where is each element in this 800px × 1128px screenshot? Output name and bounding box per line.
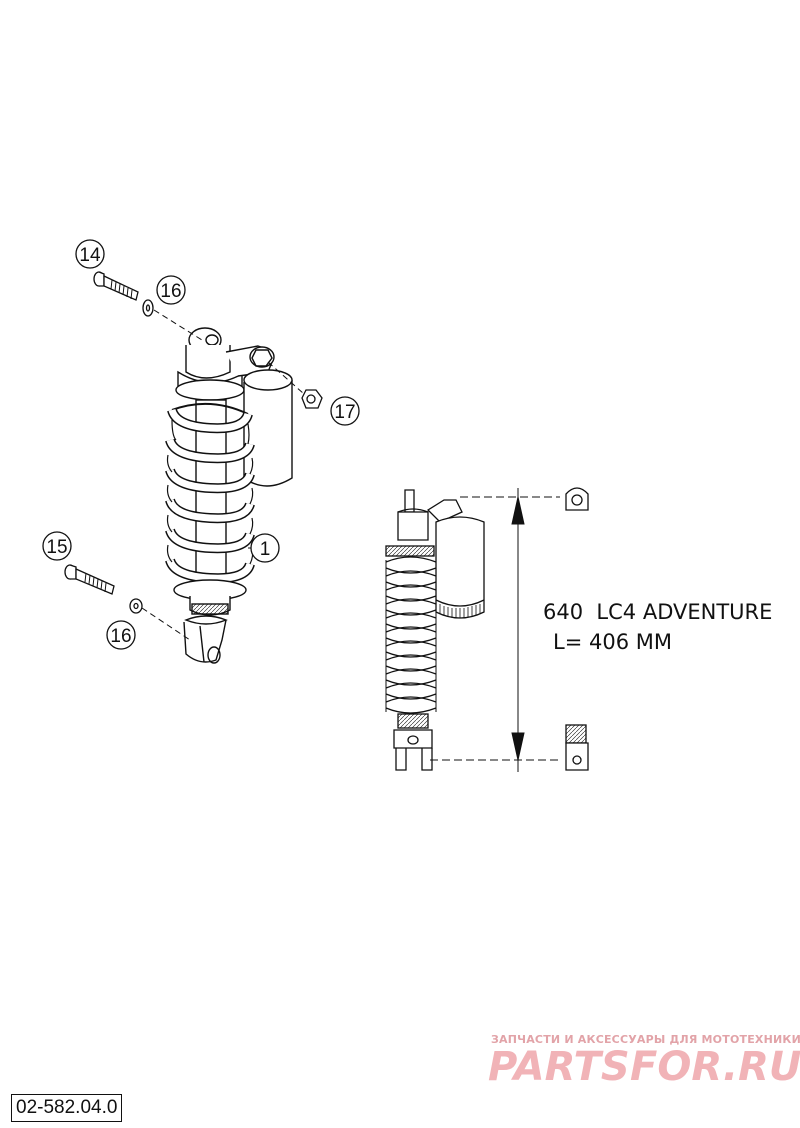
dimension-lines (430, 488, 560, 772)
svg-text:FOR.RU: FOR.RU (630, 1044, 800, 1090)
assembly-lines (141, 309, 305, 641)
washer-16-bottom (129, 598, 143, 614)
nut-17 (301, 389, 323, 409)
svg-text:14: 14 (79, 245, 101, 266)
callout-14: 14 (75, 239, 105, 269)
watermark: ЗАПЧАСТИ И АКСЕССУАРЫ ДЛЯ МОТОТЕХНИКИ PA… (488, 1033, 800, 1090)
svg-text:ЗАПЧАСТИ И АКСЕССУАРЫ ДЛЯ МОТО: ЗАПЧАСТИ И АКСЕССУАРЫ ДЛЯ МОТОТЕХНИКИ (491, 1033, 800, 1046)
callout-16-bottom: 16 (106, 620, 136, 650)
callout-15: 15 (42, 531, 72, 561)
shock-absorber-dimension-view (385, 487, 589, 771)
part-code-label: 02-582.04.0 (11, 1094, 123, 1122)
bolt-15 (64, 564, 115, 595)
svg-text:PARTS: PARTS (488, 1044, 630, 1090)
svg-text:17: 17 (334, 402, 355, 423)
washer-16-top (142, 299, 154, 317)
length-label: L= 406 MM (553, 630, 672, 654)
dimension-coil-spring (385, 556, 437, 714)
callout-1: 1 (250, 533, 280, 563)
callout-17: 17 (330, 396, 360, 426)
svg-text:1: 1 (260, 539, 271, 560)
bolt-14 (93, 271, 139, 301)
svg-text:16: 16 (160, 281, 181, 302)
svg-text:15: 15 (46, 537, 67, 558)
shock-absorber-exploded (165, 327, 293, 664)
svg-text:16: 16 (110, 626, 131, 647)
model-label: 640 LC4 ADVENTURE (543, 600, 772, 624)
coil-spring (165, 402, 255, 584)
callout-16-top: 16 (156, 275, 186, 305)
